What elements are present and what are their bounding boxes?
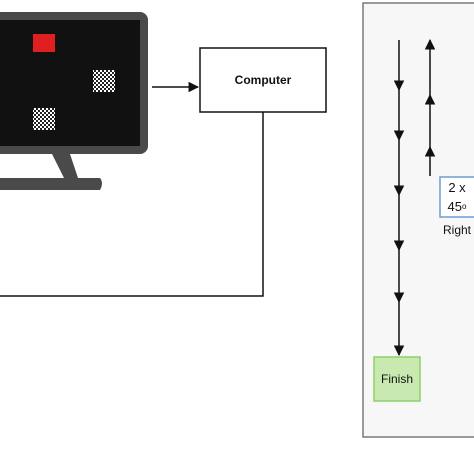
finish-box xyxy=(373,356,421,402)
checkerboard-stimulus-2 xyxy=(33,108,55,130)
rotation-direction: Right xyxy=(442,223,471,237)
computer-return-line xyxy=(0,112,264,297)
monitor-icon xyxy=(0,12,148,190)
monitor-stand xyxy=(52,154,78,178)
rotation-box xyxy=(439,176,474,218)
monitor-base xyxy=(0,178,102,190)
rotation-angle-value: 45 xyxy=(447,198,462,214)
checkerboard-stimulus-1 xyxy=(93,70,115,92)
finish-label: Finish xyxy=(380,372,413,386)
red-target xyxy=(33,34,55,52)
rotation-angle-unit: o xyxy=(462,201,467,211)
rotation-count: 2 x xyxy=(448,179,466,195)
monitor-screen xyxy=(0,20,140,146)
computer-label: Computer xyxy=(234,73,292,87)
computer-box xyxy=(199,47,327,113)
